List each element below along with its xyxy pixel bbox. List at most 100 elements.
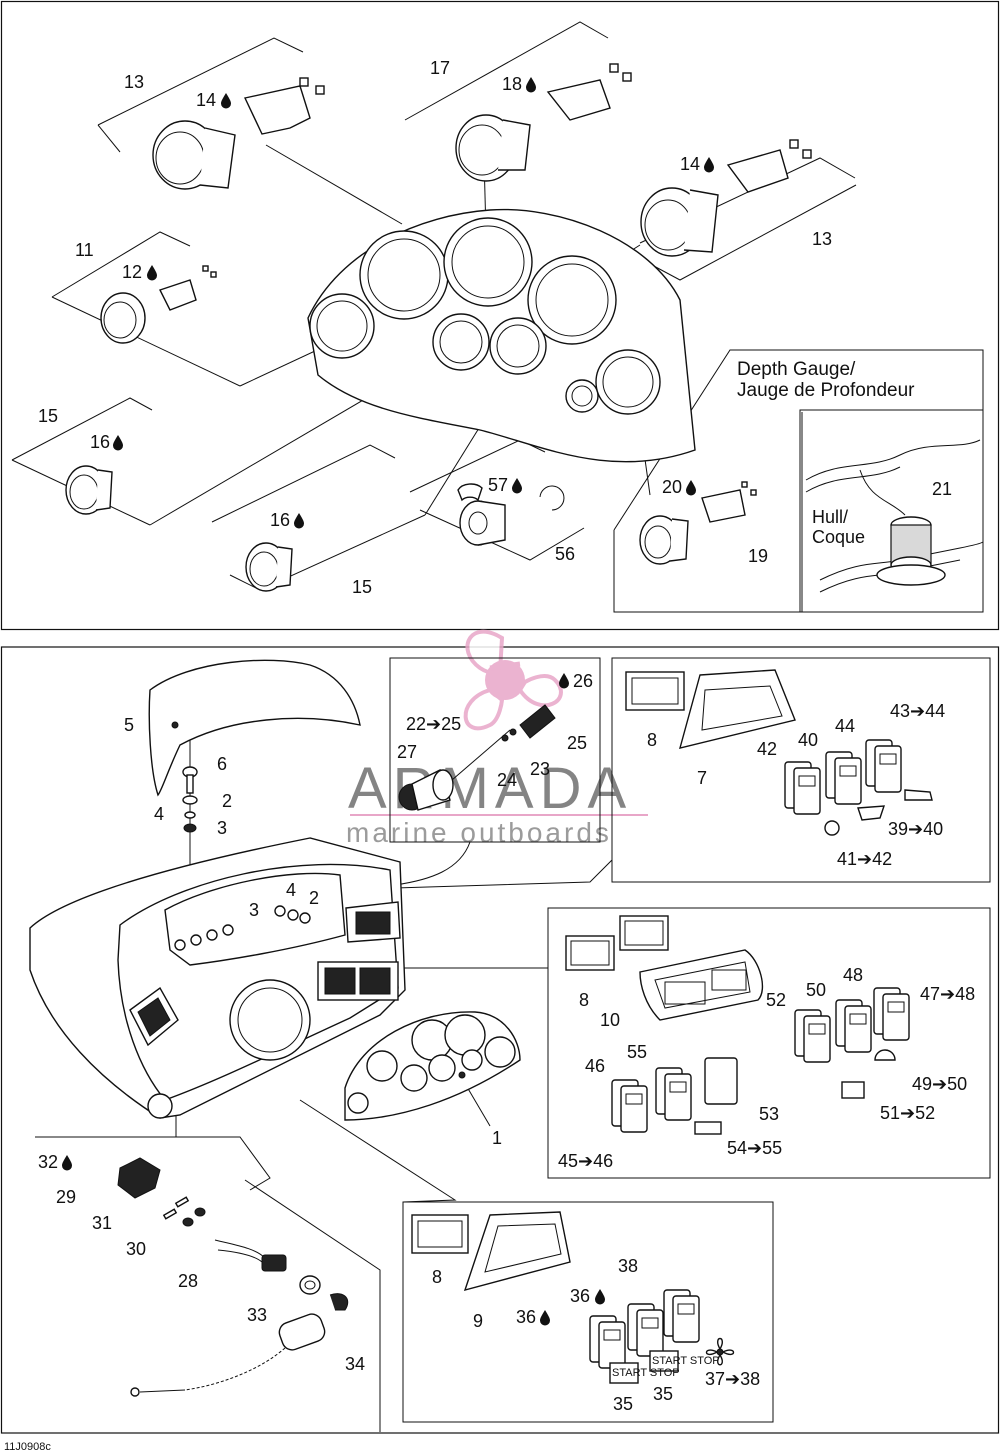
switch-44 — [865, 739, 902, 793]
label-29: 29 — [56, 1187, 76, 1207]
label-14-top-left: 14 — [196, 90, 216, 110]
label-13-top-left: 13 — [124, 72, 144, 92]
label-39-40: 39➔40 — [888, 819, 943, 839]
switch-55 — [655, 1067, 692, 1121]
drop-icon — [221, 93, 231, 109]
label-46: 46 — [585, 1056, 605, 1076]
drop-icon — [686, 480, 696, 496]
label-56: 56 — [555, 544, 575, 564]
drawing-code: 11J0908c — [4, 1441, 51, 1453]
pins-30-31 — [162, 1196, 206, 1227]
label-44: 44 — [835, 716, 855, 736]
harness-28 — [214, 1239, 287, 1272]
gauge-20 — [639, 481, 757, 565]
label-4-console: 4 — [286, 880, 296, 900]
drop-icon — [147, 265, 157, 281]
label-52: 52 — [766, 990, 786, 1010]
label-20: 20 — [662, 477, 682, 497]
label-3-cover: 3 — [217, 818, 227, 838]
label-13-top-right: 13 — [812, 229, 832, 249]
drop-icon — [526, 77, 536, 93]
switch-36-right — [627, 1303, 664, 1357]
bezel-10 — [565, 915, 763, 1021]
gauge-14-top-left — [152, 120, 236, 190]
drop-icon — [559, 673, 569, 689]
accessory-icons-mid — [694, 1049, 896, 1135]
nut-33 — [299, 1275, 321, 1295]
label-47-48: 47➔48 — [920, 984, 975, 1004]
label-50: 50 — [806, 980, 826, 1000]
label-48: 48 — [843, 965, 863, 985]
key-switch-27 — [398, 704, 556, 811]
label-8-mid-box: 8 — [579, 990, 589, 1010]
start-stop-decals: START STOP START STOP — [609, 1350, 720, 1384]
connector-29 — [117, 1157, 161, 1199]
label-57: 57 — [488, 475, 508, 495]
label-31: 31 — [92, 1213, 112, 1233]
label-24: 24 — [497, 770, 517, 790]
label-8-bottom-box: 8 — [432, 1267, 442, 1287]
label-11: 11 — [75, 240, 94, 260]
label-30: 30 — [126, 1239, 146, 1259]
label-38: 38 — [618, 1256, 638, 1276]
cover-5 — [148, 659, 361, 797]
drop-icon — [595, 1289, 605, 1305]
label-54-55: 54➔55 — [727, 1138, 782, 1158]
gauge-16-mid — [245, 542, 293, 592]
fasteners-2-3-4-6 — [182, 766, 311, 924]
label-2-cover: 2 — [222, 791, 232, 811]
gauge-12 — [100, 265, 217, 344]
start-stop-text: START STOP — [652, 1355, 720, 1367]
drop-icon — [294, 513, 304, 529]
label-2-console: 2 — [309, 888, 319, 908]
label-8-top-box: 8 — [647, 730, 657, 750]
label-1: 1 — [492, 1128, 502, 1148]
label-36-top: 36 — [570, 1286, 590, 1306]
label-51-52: 51➔52 — [880, 1103, 935, 1123]
label-14-top-right: 14 — [680, 154, 700, 174]
watermark-tagline: marine outboards — [346, 817, 612, 848]
gauge-panel — [307, 208, 696, 463]
label-7: 7 — [697, 768, 707, 788]
bezel-9 — [411, 1211, 571, 1292]
drop-icon — [62, 1155, 72, 1171]
accessory-icons-top — [824, 789, 933, 836]
label-55: 55 — [627, 1042, 647, 1062]
label-36-left: 36 — [516, 1307, 536, 1327]
label-4-cover: 4 — [154, 804, 164, 824]
depth-transducer-21 — [805, 439, 984, 593]
label-16-mid: 16 — [270, 510, 290, 530]
label-21: 21 — [932, 479, 952, 499]
label-27: 27 — [397, 742, 417, 762]
label-35-left: 35 — [613, 1394, 633, 1414]
label-15-left: 15 — [38, 406, 58, 426]
switch-38 — [663, 1289, 700, 1343]
label-33: 33 — [247, 1305, 267, 1325]
label-25: 25 — [567, 733, 587, 753]
label-16-left: 16 — [90, 432, 110, 452]
hull-label-line2: Coque — [812, 527, 865, 547]
bracket-14-top-left — [243, 77, 325, 135]
label-23: 23 — [530, 759, 550, 779]
label-41-42: 41➔42 — [837, 849, 892, 869]
gauge-16-left — [65, 465, 113, 515]
switch-40 — [825, 751, 862, 805]
drop-icon — [113, 435, 123, 451]
label-19: 19 — [748, 546, 768, 566]
switch-46 — [611, 1079, 648, 1133]
inset-title-line2: Jauge de Profondeur — [737, 380, 915, 401]
hull-label-line1: Hull/ — [812, 507, 848, 527]
label-12: 12 — [122, 262, 142, 282]
label-49-50: 49➔50 — [912, 1074, 967, 1094]
propeller-icon — [463, 629, 563, 731]
switch-52 — [794, 1009, 831, 1063]
inset-title-line1: Depth Gauge/ — [737, 359, 856, 380]
switch-36-left — [589, 1315, 626, 1369]
label-34: 34 — [345, 1354, 365, 1374]
label-10: 10 — [600, 1010, 620, 1030]
watermark: ARMADA marine outboards — [346, 629, 648, 848]
start-stop-text: START STOP — [612, 1367, 680, 1379]
label-37-38: 37➔38 — [705, 1369, 760, 1389]
socket-57 — [457, 483, 565, 546]
